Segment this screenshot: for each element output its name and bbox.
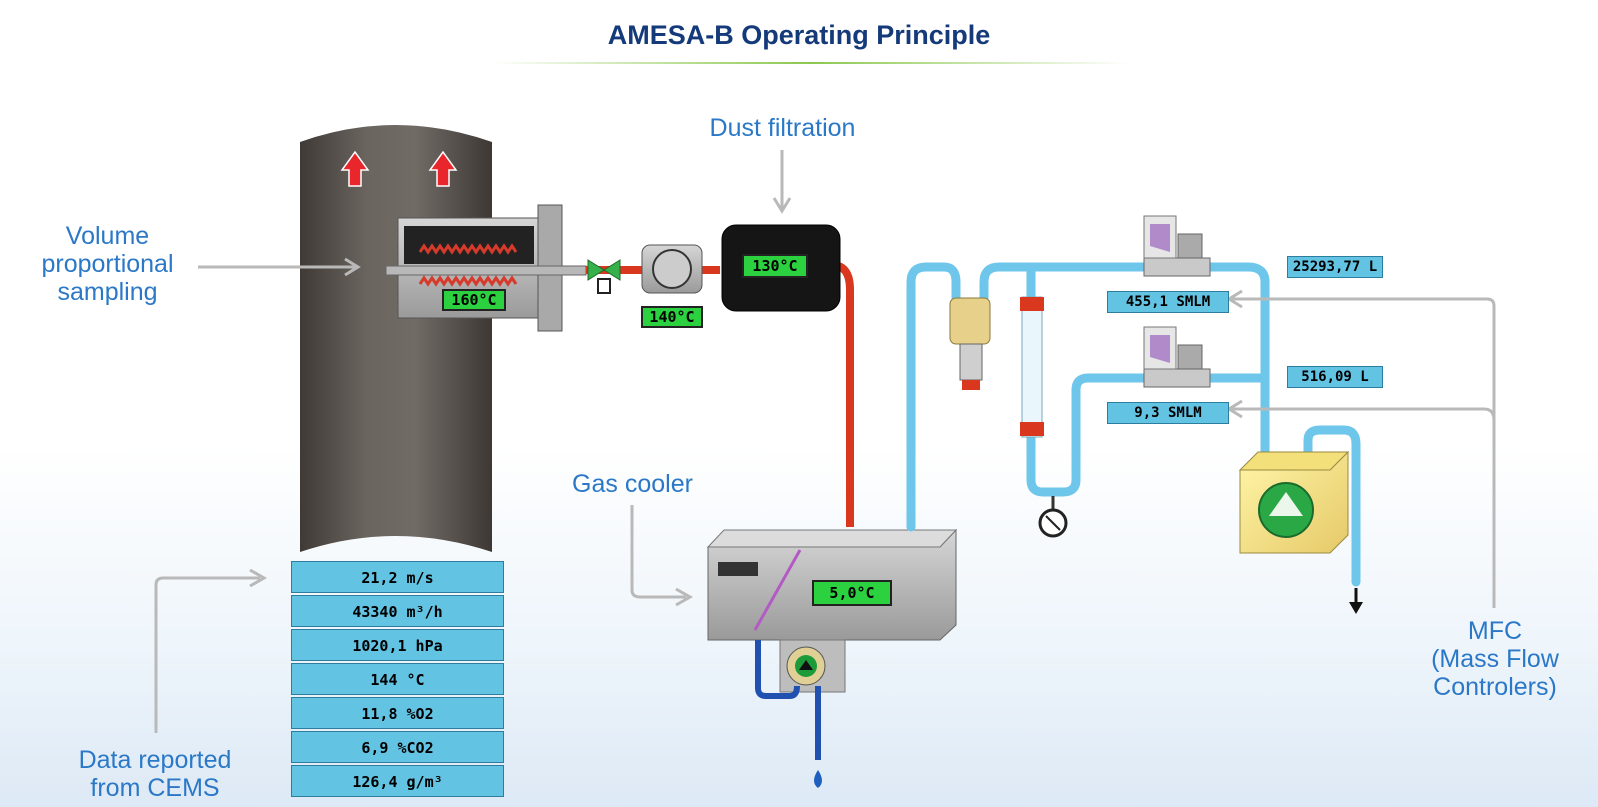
cems-row-velocity: 21,2 m/s — [291, 561, 504, 593]
cems-row-pressure: 1020,1 hPa — [291, 629, 504, 661]
outlet-arrow-icon — [1349, 588, 1363, 614]
cems-row-flow-rate: 43340 m³/h — [291, 595, 504, 627]
condensate-drain — [755, 640, 821, 760]
sampling-pump-unit — [1238, 450, 1350, 554]
callout-mfc: MFC (Mass Flow Controlers) — [1431, 617, 1559, 701]
heated-sampling-probe — [385, 204, 587, 332]
flow-arrow-up-icon — [340, 150, 370, 187]
sample-gas-tubing — [906, 262, 1361, 587]
callout-gas-cooler: Gas cooler — [572, 470, 693, 498]
water-separator — [949, 297, 991, 390]
callout-leader-lines — [154, 150, 1496, 733]
mass-flow-controller — [1143, 326, 1211, 388]
gas-cooler-unit — [706, 528, 958, 693]
mfc2-volume-readout: 516,09 L — [1287, 366, 1383, 388]
valve-icon — [587, 259, 621, 294]
callout-dust-filtration: Dust filtration — [709, 114, 856, 142]
mfc1-flow-readout: 455,1 SMLM — [1107, 291, 1229, 313]
flow-arrow-up-icon — [428, 150, 458, 187]
mfc1-volume-readout: 25293,77 L — [1287, 256, 1383, 278]
valve-temperature-display: 140°C — [641, 306, 703, 328]
pressure-gauge-icon — [1038, 496, 1068, 538]
mass-flow-controller — [1143, 215, 1211, 277]
callout-volume-sampling: Volume proportional sampling — [41, 222, 174, 306]
callout-data-reported: Data reported from CEMS — [78, 746, 232, 802]
cems-row-dust-concentration: 126,4 g/m³ — [291, 765, 504, 797]
cems-data-table: 21,2 m/s 43340 m³/h 1020,1 hPa 144 °C 11… — [291, 561, 504, 799]
pump-icon — [795, 655, 817, 677]
mfc2-flow-readout: 9,3 SMLM — [1107, 402, 1229, 424]
filter-temperature-display: 130°C — [742, 254, 808, 278]
title-divider — [490, 62, 1130, 64]
cems-row-carbon-dioxide: 6,9 %CO2 — [291, 731, 504, 763]
exhaust-stack — [300, 125, 492, 552]
cooler-temperature-display: 5,0°C — [812, 580, 892, 606]
cems-row-oxygen: 11,8 %O2 — [291, 697, 504, 729]
inline-filter — [641, 244, 703, 294]
drop-icon — [814, 770, 822, 788]
page-title: AMESA-B Operating Principle — [607, 20, 991, 50]
probe-temperature-display: 160°C — [442, 289, 506, 311]
rotameter — [1020, 296, 1044, 438]
cems-row-temperature: 144 °C — [291, 663, 504, 695]
